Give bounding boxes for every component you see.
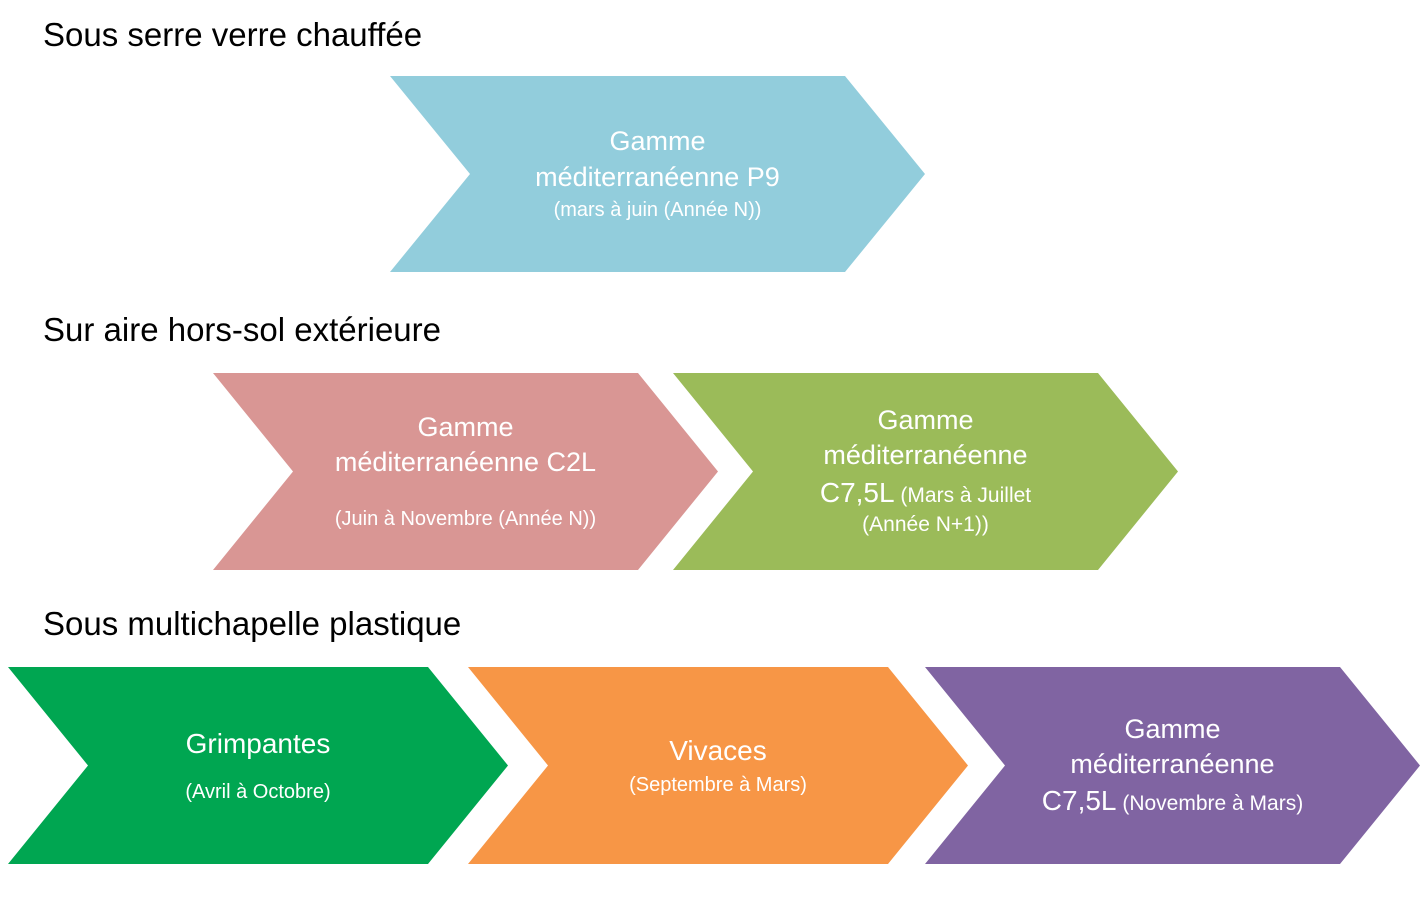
chevron-gamme-mediterraneenne-p9: Gamme méditerranéenne P9 (mars à juin (A… [390,76,925,272]
chevron-size-label: C7,5L [819,476,895,508]
chevron-size-and-period: C7,5L (Novembre à Mars) [1042,782,1303,820]
chevron-period: (Juin à Novembre (Année N)) [334,508,597,531]
chevron-period-line2-wrap: (Année N+1)) [862,511,989,539]
chevron-grimpantes: Grimpantes (Avril à Octobre) [8,667,508,864]
chevron-label-line2: méditerranéenne P9 [535,161,780,192]
chevron-label-line1: Gamme [609,126,706,157]
chevron-vivaces: Vivaces (Septembre à Mars) [468,667,968,864]
chevron-period: (Novembre à Mars) [1122,791,1304,815]
chevron-label-line1: Grimpantes [185,728,331,760]
chevron-label-line2: méditerranéenne [1070,748,1275,779]
chevron-period: (Septembre à Mars) [629,773,807,796]
chevron-label-line2: méditerranéenne [823,440,1028,471]
chevron-period-line2: (Année N+1)) [862,513,989,537]
chevron-label-line1: Gamme [1124,713,1221,744]
chevron-label-line1: Gamme [417,411,514,442]
section-title-multichapelle-plastique: Sous multichapelle plastique [43,605,462,642]
chevron-label-line2: méditerranéenne C2L [334,447,597,477]
chevron-label-line1: Gamme [877,405,974,436]
chevron-gamme-mediterraneenne-c75l-novembre-mars: Gamme méditerranéenne C7,5L (Novembre à … [925,667,1420,864]
chevron-period: (Avril à Octobre) [185,780,331,803]
chevron-gamme-mediterraneenne-c75l-mars-juillet: Gamme méditerranéenne C7,5L (Mars à Juil… [673,373,1178,570]
chevron-size-and-period: C7,5L (Mars à Juillet [820,474,1031,512]
section-title-serre-verre-chauffee: Sous serre verre chauffée [43,16,423,53]
chevron-period-line1: (Mars à Juillet [900,483,1032,507]
chevron-size-label: C7,5L [1041,784,1117,816]
chevron-gamme-mediterraneenne-c2l: Gamme méditerranéenne C2L (Juin à Novemb… [213,373,718,570]
chevron-label-line1: Vivaces [669,735,767,767]
chevron-period: (mars à juin (Année N)) [553,198,762,221]
section-title-aire-hors-sol-exterieure: Sur aire hors-sol extérieure [43,311,441,348]
